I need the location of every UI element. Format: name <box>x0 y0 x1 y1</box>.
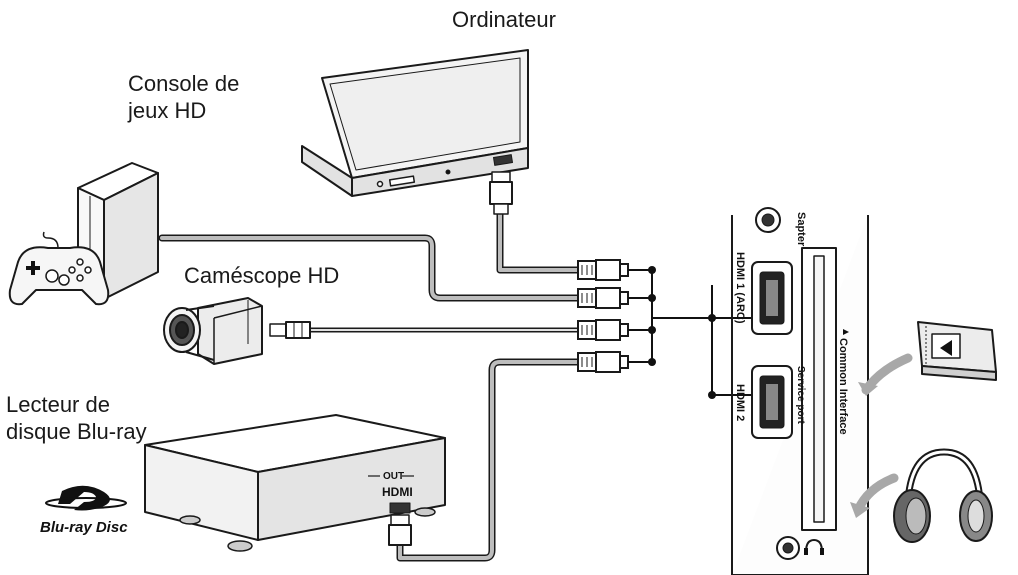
bluray-player-label: Lecteur de disque Blu-ray <box>6 391 147 445</box>
game-console-illustration <box>8 162 159 306</box>
bluray-player-illustration <box>144 414 446 552</box>
hdmi-cables <box>158 206 582 562</box>
plug-camcorder <box>577 319 629 341</box>
game-console-label-line2: jeux HD <box>128 98 207 123</box>
plug-console <box>577 287 629 309</box>
common-interface-arrow-icon <box>843 329 849 335</box>
bluray-out-label: OUT <box>383 471 404 482</box>
bluray-label-line2: disque Blu-ray <box>6 419 147 444</box>
laptop-illustration <box>301 49 529 215</box>
game-console-label-line1: Console de <box>128 71 240 96</box>
bluray-disc-logo: Blu-ray Disc <box>40 485 128 536</box>
computer-label: Ordinateur <box>452 6 556 33</box>
bluray-logo-text: Blu-ray Disc <box>40 519 128 536</box>
tv-side-panel <box>731 207 869 575</box>
game-console-label: Console de jeux HD <box>128 70 239 124</box>
hdmi2-label: HDMI 2 <box>734 384 746 421</box>
common-interface-label: Common Interface <box>837 338 849 435</box>
headphones-icon <box>893 448 993 543</box>
hdmi1-label: HDMI 1 (ARC) <box>734 252 746 324</box>
camcorder-label-text: Caméscope HD <box>184 263 340 288</box>
plug-bluray <box>577 351 629 373</box>
bluray-label-line1: Lecteur de <box>6 392 110 417</box>
service-port-label: Service port <box>795 366 806 424</box>
plug-computer <box>577 259 629 281</box>
camcorder-illustration <box>163 297 311 365</box>
camcorder-label: Caméscope HD <box>184 262 339 289</box>
headphone-arrowhead-icon <box>850 502 870 518</box>
ci-card-illustration <box>917 321 997 381</box>
tv-top-port-label: Sapter <box>795 212 807 247</box>
insert-card-arrowhead-icon <box>858 382 878 396</box>
connector-bundle <box>577 259 752 399</box>
computer-label-text: Ordinateur <box>452 7 556 32</box>
bluray-hdmi-label: HDMI <box>382 485 413 499</box>
